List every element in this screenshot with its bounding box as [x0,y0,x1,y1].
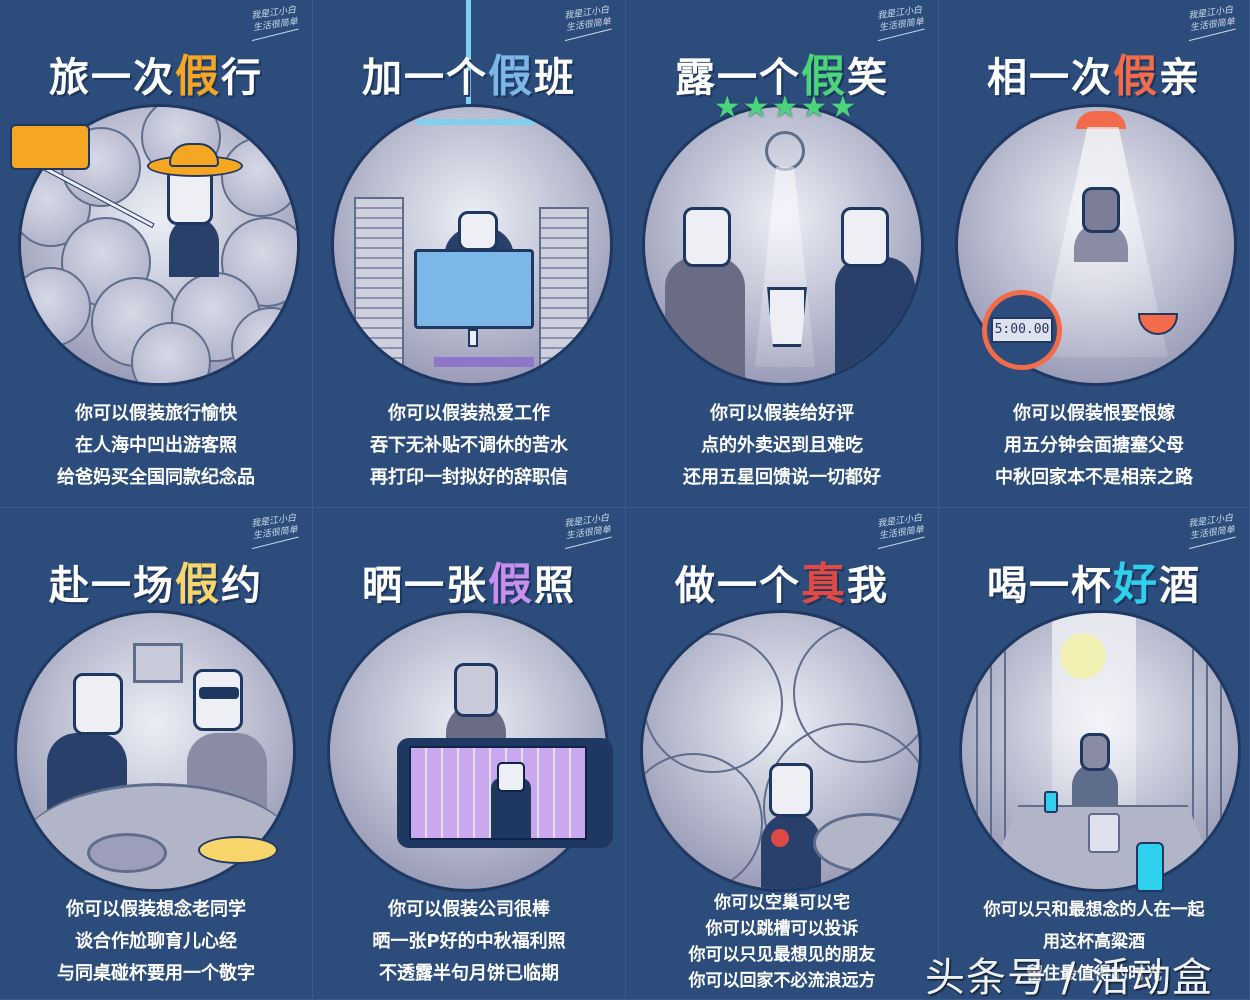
illustration-five-star-review [642,104,924,386]
panel-caption: 你可以空巢可以宅你可以跳槽可以投诉你可以只见最想见的朋友你可以回家不必流浪远方 [688,893,876,991]
panel-overtime: 我是江小白生活很简单 加一个假班 你可以假装热爱工作吞下无补贴不调休的苦水再打印… [313,0,626,508]
panel-fake-smile: 我是江小白生活很简单 露一个假笑 ★★★★★ 你可以假装给好评点的外卖迟到且难吃… [626,0,939,508]
panel-blind-date: 我是江小白生活很简单 相一次假亲 5:00.00 你可以假装恨娶恨嫁用五分钟会面… [939,0,1250,508]
ceiling-lamp-icon [1076,111,1126,129]
panel-travel: 我是江小白生活很简单 旅一次假行 你可以假装旅行愉快在人海中凹出游客照给爸妈买全… [0,0,313,508]
illustration-blind-date-timer [955,104,1237,386]
bottle-icon [1136,842,1164,892]
panel-caption: 你可以假装旅行愉快在人海中凹出游客照给爸妈买全国同款纪念品 [57,403,255,488]
panel-caption: 你可以假装恨娶恨嫁用五分钟会面搪塞父母中秋回家本不是相亲之路 [995,403,1193,488]
heart-icon [771,829,789,847]
smartphone-icon [397,738,613,848]
takeout-cup-icon [767,287,807,347]
title-accent: 真 [801,559,847,610]
moon-icon [1060,633,1106,679]
computer-monitor-icon [414,249,534,329]
panel-caption: 你可以假装给好评点的外卖迟到且难吃还用五星回馈说一切都好 [683,403,881,488]
title-accent: 假 [488,559,534,610]
panel-title: 晒一张假照 [362,559,576,610]
plate-icon [87,833,167,873]
ceiling-fan-rod [466,0,471,118]
panel-title: 加一个假班 [362,51,576,102]
panel-caption: 你可以假装公司很棒晒一张P好的中秋福利照不透露半句月饼已临期 [372,899,566,984]
title-accent: 假 [175,559,221,610]
title-accent: 假 [175,51,221,102]
wall-photo-icon [133,643,183,683]
five-stars-rating: ★★★★★ [713,90,859,125]
spilled-drink [198,836,278,864]
title-accent: 好 [1113,559,1159,610]
illustration-true-self-crowd [640,610,922,892]
panel-title: 露一个假笑 [675,51,889,102]
panel-title: 旅一次假行 [49,51,263,102]
panel-caption: 你可以只和最想念的人在一起用这杯高粱酒留住最值得的时光 [983,900,1205,984]
panel-true-self: 我是江小白生活很简单 做一个真我 你可以空巢可以宅你可以跳槽可以投诉你可以只见最… [626,508,939,1000]
watermark: 头条号 / 活动盒子 [925,955,1213,1000]
title-accent: 假 [1113,51,1159,102]
panel-caption: 你可以假装热爱工作吞下无补贴不调休的苦水再打印一封拟好的辞职信 [370,403,568,488]
wine-glass-icon [1088,813,1120,853]
title-accent: 假 [488,51,534,102]
panel-good-wine: 我是江小白生活很简单 喝一杯好酒 你可以只和最想念的人在一起用这杯高粱酒留住最值… [939,508,1250,1000]
panel-title: 喝一杯好酒 [987,559,1201,610]
panel-reunion: 我是江小白生活很简单 赴一场假约 你可以假装想念老同学谈合作尬聊育儿心经与同桌碰… [0,508,313,1000]
selfie-phone-icon [10,124,90,170]
panel-caption: 你可以假装想念老同学谈合作尬聊育儿心经与同桌碰杯要用一个敬字 [57,899,255,984]
panel-title: 赴一场假约 [49,559,263,610]
stopwatch-icon: 5:00.00 [982,290,1062,370]
small-bottle-icon [1044,791,1058,813]
title-accent: 假 [801,51,847,102]
wall-clock-icon [765,131,805,171]
panel-title: 做一个真我 [675,559,889,610]
panel-title: 相一次假亲 [987,51,1201,102]
illustration-moonlight-drink [959,610,1241,892]
panel-fake-photo: 我是江小白生活很简单 晒一张假照 你可以假装公司很棒晒一张P好的中秋福利照不透露… [313,508,626,1000]
illustration-overtime-at-desk [331,104,613,386]
